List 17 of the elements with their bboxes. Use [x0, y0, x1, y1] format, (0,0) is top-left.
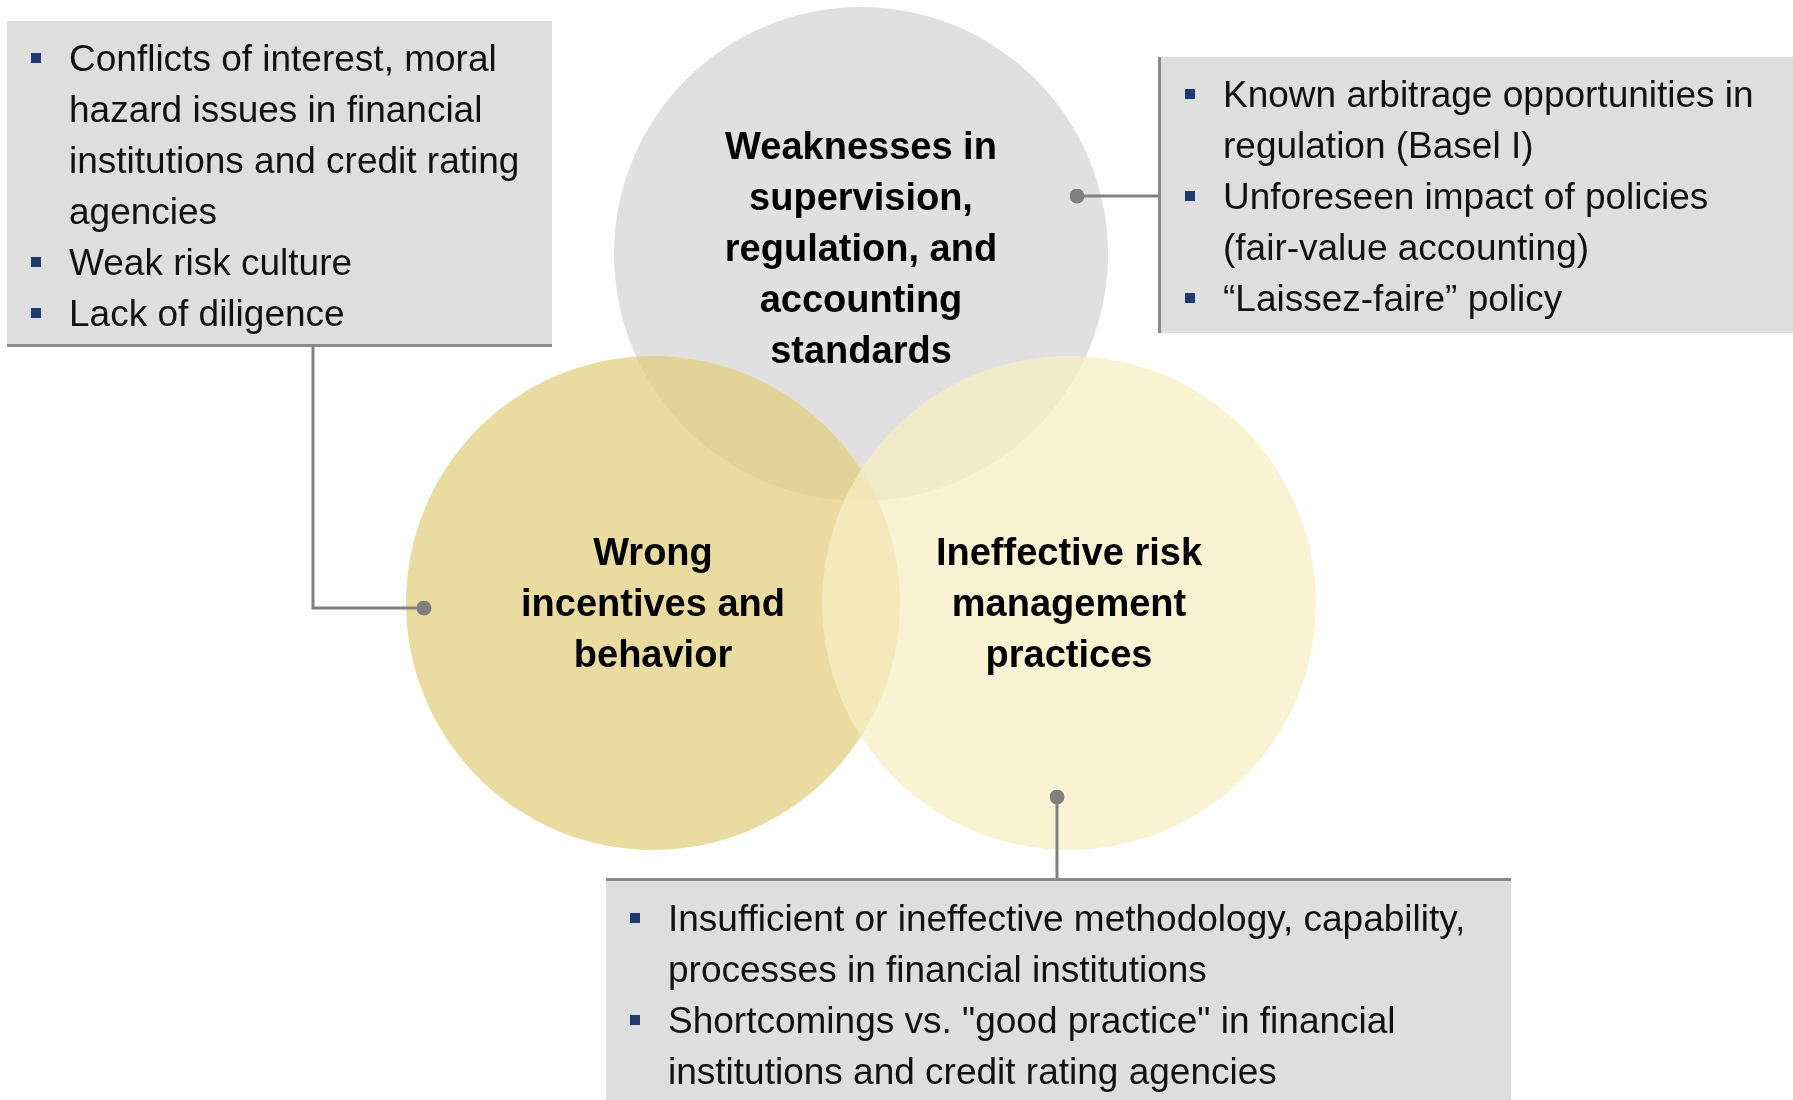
bullet-text: Known arbitrage opportunities in regulation (Basel I)	[1223, 74, 1754, 166]
text-box	[606, 878, 1511, 1100]
text-box	[7, 21, 552, 347]
circle-title: Wrong incentives and behavior	[520, 529, 786, 677]
circle-title: Weaknesses in supervision, regulation, and accounting standards	[723, 123, 999, 373]
bullet-text: Unforeseen impact of policies (fair-value accounting)	[1223, 176, 1709, 268]
bullet-text: Conflicts of interest, moral hazard issues in financial institutions and credit rating agencies	[69, 38, 520, 232]
bullet-text: “Laissez-faire” policy	[1223, 278, 1563, 319]
bullet-text: Shortcomings vs. "good practice" in financial institutions and credit rating agencies	[668, 1000, 1396, 1092]
bullet-text: Insufficient or ineffective methodology, capability, processes in financial institutions	[668, 898, 1466, 990]
bullet-text: Lack of diligence	[69, 293, 345, 334]
connector-line	[1049, 789, 1065, 878]
text-box	[1158, 57, 1793, 333]
connector-line	[1069, 188, 1158, 204]
bullet-text: Weak risk culture	[69, 242, 353, 283]
connector-line	[311, 347, 432, 616]
circle-title: Ineffective risk management practices	[934, 529, 1204, 677]
